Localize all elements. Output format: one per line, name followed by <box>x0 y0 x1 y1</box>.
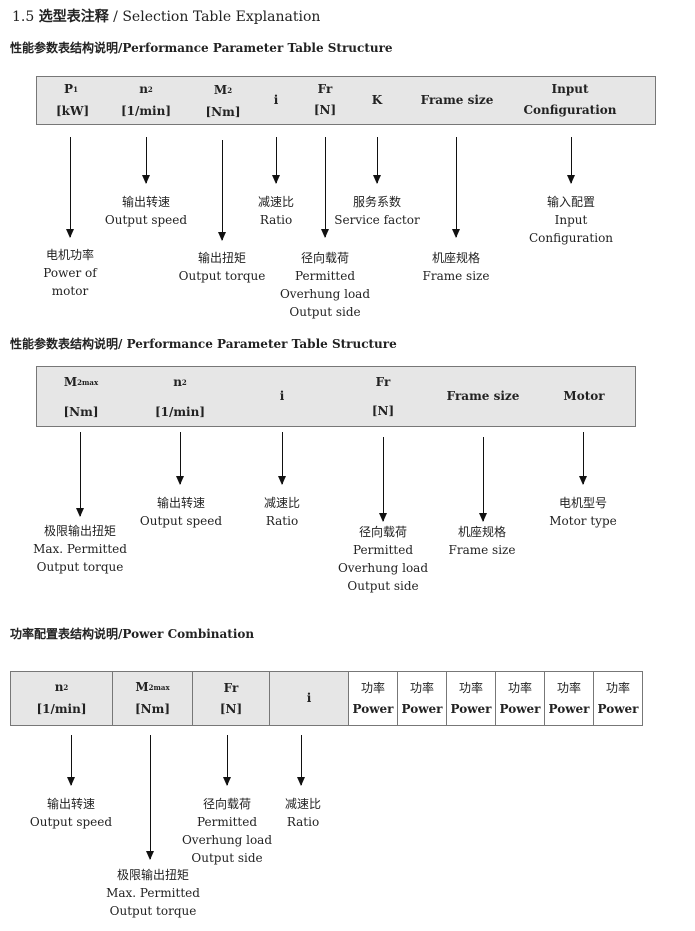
col-n2: n2[1/min] <box>10 671 113 726</box>
col-k: K <box>371 93 383 107</box>
col-m2: M2[Nm] <box>205 83 241 119</box>
col-m2max: M2max[Nm] <box>112 671 193 726</box>
page-title: 1.5 选型表注释 / Selection Table Explanation <box>12 9 321 25</box>
arrow-down-icon <box>567 137 575 184</box>
arrow-down-icon <box>76 432 84 517</box>
arrow-down-icon <box>321 137 329 238</box>
arrow-down-icon <box>67 735 75 786</box>
col-fr: Fr[N] <box>371 375 395 418</box>
col-i: i <box>269 671 349 726</box>
performance-table-header <box>36 76 656 125</box>
section2-heading: 性能参数表结构说明/ Performance Parameter Table S… <box>10 337 397 351</box>
arrow-down-icon <box>278 432 286 485</box>
section1-heading: 性能参数表结构说明/Performance Parameter Table St… <box>10 41 393 55</box>
arrow-down-icon <box>146 735 154 860</box>
arrow-down-icon <box>452 137 460 238</box>
arrow-down-icon <box>142 137 150 184</box>
col-p1: P1[kW] <box>56 82 90 118</box>
col-n2: n2[1/min] <box>120 82 172 118</box>
section3-heading: 功率配置表结构说明/Power Combination <box>10 627 255 641</box>
arrow-down-icon <box>272 137 280 184</box>
arrow-down-icon <box>379 437 387 522</box>
col-frame-size: Frame size <box>420 93 494 107</box>
col-m2max: M2max[Nm] <box>63 375 99 419</box>
arrow-down-icon <box>66 137 74 238</box>
arrow-down-icon <box>223 735 231 786</box>
col-n2: n2[1/min] <box>154 375 206 419</box>
arrow-down-icon <box>297 735 305 786</box>
arrow-down-icon <box>373 137 381 184</box>
col-i: i <box>273 93 279 107</box>
arrow-down-icon <box>176 432 184 485</box>
arrow-down-icon <box>579 432 587 485</box>
col-fr: Fr[N] <box>313 82 337 117</box>
col-frame-size: Frame size <box>446 389 520 403</box>
col-i: i <box>279 389 285 403</box>
col-fr: Fr[N] <box>192 671 270 726</box>
arrow-down-icon <box>218 140 226 241</box>
max-torque-table-header <box>36 366 636 427</box>
arrow-down-icon <box>479 437 487 522</box>
col-motor: Motor <box>563 389 605 403</box>
